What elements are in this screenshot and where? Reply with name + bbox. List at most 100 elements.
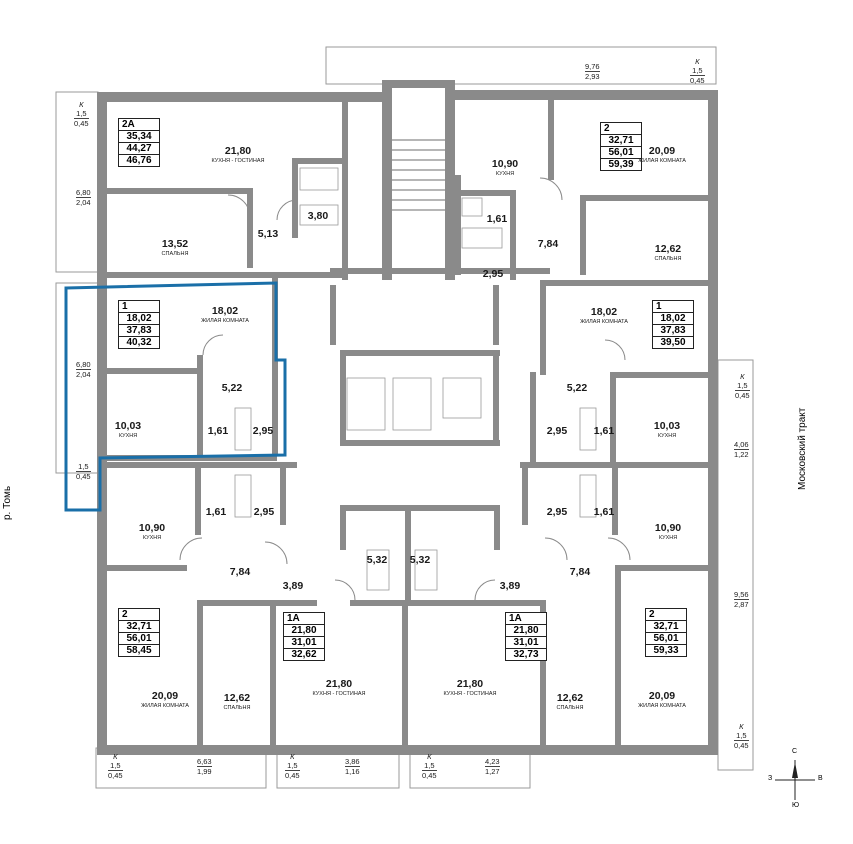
room-area: 21,80 bbox=[456, 678, 484, 690]
balcony-area: 1,5 bbox=[690, 66, 705, 76]
compass-west: З bbox=[768, 775, 773, 782]
room-name: СПАЛЬНЯ bbox=[161, 251, 189, 257]
balcony-area: 1,5 bbox=[108, 761, 123, 771]
balcony-area: 1,5 bbox=[74, 109, 89, 119]
room-area: 1,61 bbox=[593, 425, 615, 437]
balcony-area: 9,76 bbox=[585, 62, 600, 72]
room-area: 7,84 bbox=[537, 238, 559, 250]
room-area: 10,90 bbox=[138, 522, 166, 534]
apartment-area: 31,01 bbox=[284, 636, 324, 648]
room-area: 20,09 bbox=[648, 145, 676, 157]
apartment-area: 37,83 bbox=[119, 324, 159, 336]
balcony-reduced-area: 0,45 bbox=[422, 771, 437, 780]
room-area: 12,62 bbox=[223, 692, 251, 704]
balcony-area: 1,5 bbox=[734, 731, 749, 741]
room-area: 5,22 bbox=[566, 382, 588, 394]
room-name: КУХНЯ bbox=[118, 433, 138, 439]
interior-walls bbox=[107, 100, 711, 745]
room-name: СПАЛЬНЯ bbox=[556, 705, 584, 711]
room-area: 2,95 bbox=[253, 506, 275, 518]
balcony-area: 4,06 bbox=[734, 440, 749, 450]
balcony-k: К bbox=[427, 752, 432, 761]
room-name: ЖИЛАЯ КОМНАТА bbox=[638, 703, 686, 709]
room-name: КУХНЯ bbox=[142, 535, 162, 541]
apartment-area: 32,71 bbox=[601, 134, 641, 146]
compass-south: Ю bbox=[792, 802, 800, 809]
balcony-reduced-area: 0,45 bbox=[74, 119, 89, 128]
apartment-area: 18,02 bbox=[653, 312, 693, 324]
balcony-k: К bbox=[695, 57, 700, 66]
room-area: 1,61 bbox=[593, 506, 615, 518]
apartment-area: 32,73 bbox=[506, 648, 546, 660]
room-name: КУХНЯ bbox=[658, 535, 678, 541]
room-area: 21,80 bbox=[224, 145, 252, 157]
river-label: р. Томь bbox=[2, 485, 13, 520]
balcony-k: К bbox=[113, 752, 118, 761]
apartment-area: 39,50 bbox=[653, 336, 693, 348]
room-area: 3,89 bbox=[499, 580, 521, 592]
room-area: 2,95 bbox=[252, 425, 274, 437]
room-area: 2,95 bbox=[546, 506, 568, 518]
balcony-reduced-area: 2,87 bbox=[734, 600, 749, 609]
outer-walls bbox=[97, 80, 718, 755]
room-name: ЖИЛАЯ КОМНАТА bbox=[201, 318, 249, 324]
room-area: 3,89 bbox=[282, 580, 304, 592]
balcony-k: К bbox=[740, 372, 745, 381]
balcony-reduced-area: 0,45 bbox=[108, 771, 123, 780]
room-area: 7,84 bbox=[229, 566, 251, 578]
apartment-type: 1А bbox=[509, 613, 522, 624]
room-name: ЖИЛАЯ КОМНАТА bbox=[141, 703, 189, 709]
apartment-area: 56,01 bbox=[646, 632, 686, 644]
room-area: 2,95 bbox=[546, 425, 568, 437]
balcony-area: 3,86 bbox=[345, 757, 360, 767]
room-area: 10,90 bbox=[654, 522, 682, 534]
room-area: 7,84 bbox=[569, 566, 591, 578]
bath-fixtures bbox=[234, 167, 597, 591]
room-area: 20,09 bbox=[151, 690, 179, 702]
apartment-type: 2 bbox=[604, 123, 610, 134]
stairs bbox=[392, 139, 445, 211]
balcony-area: 1,5 bbox=[285, 761, 300, 771]
room-name: ЖИЛАЯ КОМНАТА bbox=[638, 158, 686, 164]
balcony-area: 6,63 bbox=[197, 757, 212, 767]
room-name: СПАЛЬНЯ bbox=[223, 705, 251, 711]
room-area: 3,80 bbox=[307, 210, 329, 222]
apartment-area: 32,71 bbox=[646, 620, 686, 632]
room-area: 5,32 bbox=[409, 554, 431, 566]
core-elements bbox=[346, 139, 482, 431]
apartment-area: 21,80 bbox=[506, 624, 546, 636]
balcony-reduced-area: 2,04 bbox=[76, 198, 91, 207]
room-area: 1,61 bbox=[205, 506, 227, 518]
room-area: 1,61 bbox=[207, 425, 229, 437]
room-area: 20,09 bbox=[648, 690, 676, 702]
apartment-type: 2А bbox=[122, 119, 135, 130]
balcony-k: К bbox=[739, 722, 744, 731]
apartment-area: 59,39 bbox=[601, 158, 641, 170]
highlight-outline bbox=[64, 281, 287, 512]
room-area: 5,32 bbox=[366, 554, 388, 566]
apartment-type: 1 bbox=[656, 301, 662, 312]
balcony-k: К bbox=[79, 100, 84, 109]
room-area: 18,02 bbox=[211, 305, 239, 317]
road-label: Московский тракт bbox=[797, 407, 808, 490]
apartment-area: 59,33 bbox=[646, 644, 686, 656]
apartment-area: 32,62 bbox=[284, 648, 324, 660]
apartment-type: 1 bbox=[122, 301, 128, 312]
apartment-area: 56,01 bbox=[119, 632, 159, 644]
apartment-area: 58,45 bbox=[119, 644, 159, 656]
room-name: КУХНЯ - ГОСТИНАЯ bbox=[443, 691, 497, 697]
balcony-area: 9,56 bbox=[734, 590, 749, 600]
